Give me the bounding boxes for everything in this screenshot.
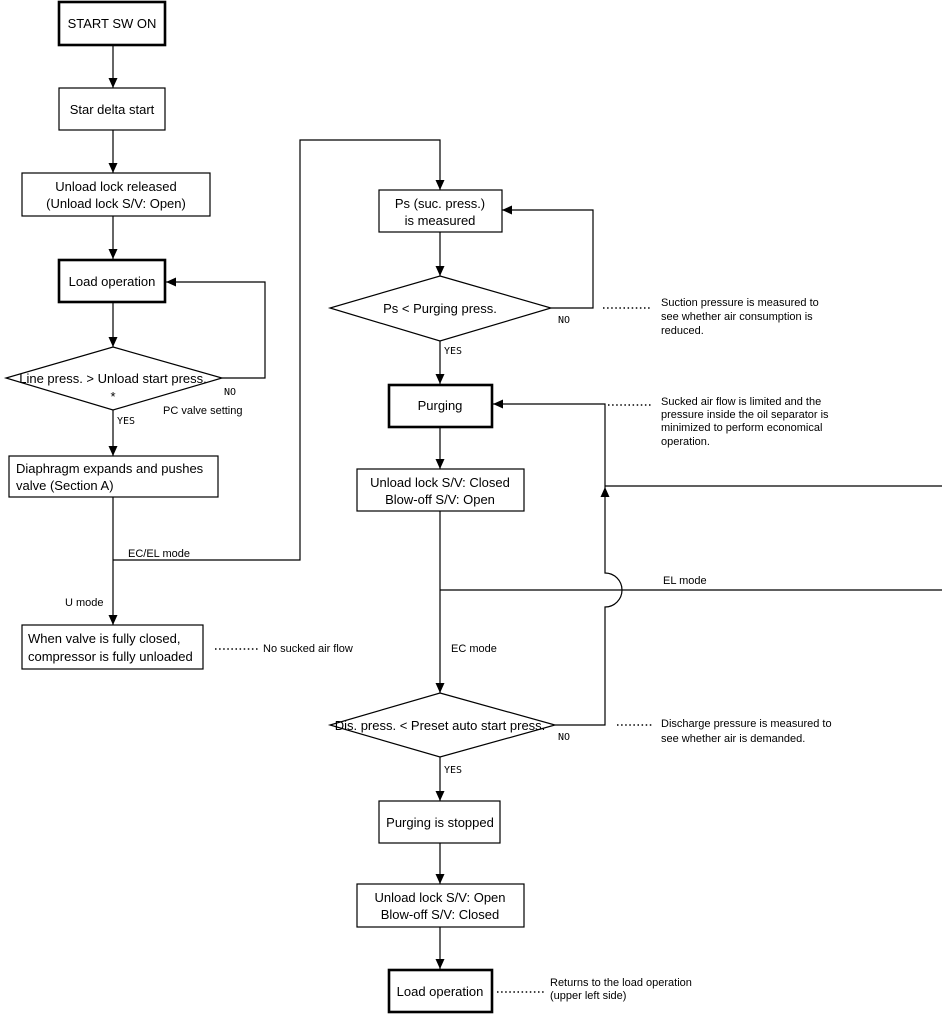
fully-unloaded-line-2: compressor is fully unloaded xyxy=(28,649,193,664)
annotation-no-air-flow: No sucked air flow xyxy=(263,643,353,655)
annotation-purging-line-3: minimized to perform economical xyxy=(661,422,822,434)
dis-decision-diamond xyxy=(327,692,558,758)
node-purging: Purging xyxy=(387,383,494,429)
diaphragm-line-1: Diaphragm expands and pushes xyxy=(16,461,204,476)
line-press-yes-label: YES xyxy=(117,416,135,427)
ec-mode-label: EC mode xyxy=(451,643,497,655)
star-delta-label: Star delta start xyxy=(70,102,155,117)
ps-decision-label: Ps < Purging press. xyxy=(383,301,497,316)
restore-valves-box xyxy=(356,883,525,928)
diaphragm-line-2: valve (Section A) xyxy=(16,478,114,493)
node-restore-valves: Unload lock S/V: Open Blow-off S/V: Clos… xyxy=(356,883,525,928)
load-operation-2-box xyxy=(387,968,494,1014)
purge-valves-line-1: Unload lock S/V: Closed xyxy=(370,475,510,490)
node-start: START SW ON xyxy=(57,0,167,47)
line-press-no-label: NO xyxy=(224,387,236,398)
node-load-operation-1: Load operation xyxy=(57,258,167,304)
node-unload-released: Unload lock released (Unload lock S/V: O… xyxy=(21,172,211,217)
edge-labels: NO YES PC valve setting EC/EL mode U mod… xyxy=(65,315,707,776)
node-dis-decision: Dis. press. < Preset auto start press. xyxy=(327,692,558,758)
ps-measured-box xyxy=(378,189,503,233)
ps-no-label: NO xyxy=(558,315,570,326)
annotation-discharge-line-2: see whether air is demanded. xyxy=(661,733,805,745)
pc-valve-setting-label: PC valve setting xyxy=(163,405,242,417)
purging-stopped-label: Purging is stopped xyxy=(386,815,494,830)
annotation-purging-line-4: operation. xyxy=(661,436,710,448)
dis-no-label: NO xyxy=(558,732,570,743)
line-press-decision-diamond xyxy=(3,346,225,411)
restore-valves-line-1: Unload lock S/V: Open xyxy=(374,890,505,905)
node-line-press-decision: Line press. > Unload start press. * xyxy=(3,346,225,411)
node-star-delta: Star delta start xyxy=(58,87,166,131)
arrow-ec-el-mode-to-ps-measured xyxy=(113,139,445,561)
node-diaphragm: Diaphragm expands and pushes valve (Sect… xyxy=(8,455,219,498)
annotation-returns-line-2: (upper left side) xyxy=(550,990,626,1002)
purge-valves-box xyxy=(356,468,525,512)
line-press-decision-mark: * xyxy=(110,389,115,404)
arrow-return-to-purging xyxy=(493,399,606,487)
purging-box xyxy=(387,383,494,429)
load-operation-1-label: Load operation xyxy=(69,274,156,289)
node-purging-stopped: Purging is stopped xyxy=(378,800,501,844)
purging-label: Purging xyxy=(418,398,463,413)
node-fully-unloaded: When valve is fully closed, compressor i… xyxy=(21,624,204,670)
load-operation-2-label: Load operation xyxy=(397,984,484,999)
node-purge-valves: Unload lock S/V: Closed Blow-off S/V: Op… xyxy=(356,468,525,512)
node-ps-decision: Ps < Purging press. xyxy=(327,275,554,342)
arrow-dis-no-upward xyxy=(555,487,623,726)
purge-valves-line-2: Blow-off S/V: Open xyxy=(385,492,495,507)
annotation-leaders xyxy=(215,307,652,993)
dis-decision-label: Dis. press. < Preset auto start press. xyxy=(335,718,546,733)
connectors xyxy=(108,45,942,969)
dis-yes-label: YES xyxy=(444,765,462,776)
arrow-ps-no-to-ps-measured xyxy=(502,205,594,309)
ps-decision-diamond xyxy=(327,275,554,342)
star-delta-box xyxy=(58,87,166,131)
ps-measured-line-1: Ps (suc. press.) xyxy=(395,196,485,211)
load-operation-1-box xyxy=(57,258,167,304)
purging-stopped-box xyxy=(378,800,501,844)
unload-released-box xyxy=(21,172,211,217)
node-ps-measured: Ps (suc. press.) is measured xyxy=(378,189,503,233)
line-press-decision-label: Line press. > Unload start press. xyxy=(19,371,207,386)
ps-measured-line-2: is measured xyxy=(405,213,476,228)
arrow-line-press-no-to-load-operation xyxy=(166,277,266,379)
diaphragm-box xyxy=(8,455,219,498)
annotation-purging-line-1: Sucked air flow is limited and the xyxy=(661,396,821,408)
annotation-returns-line-1: Returns to the load operation xyxy=(550,977,692,989)
annotation-suction-line-1: Suction pressure is measured to xyxy=(661,297,819,309)
annotation-suction-line-2: see whether air consumption is xyxy=(661,311,813,323)
ec-el-mode-label: EC/EL mode xyxy=(128,548,190,560)
node-load-operation-2: Load operation xyxy=(387,968,494,1014)
u-mode-label: U mode xyxy=(65,597,104,609)
fully-unloaded-box xyxy=(21,624,204,670)
fully-unloaded-line-1: When valve is fully closed, xyxy=(28,631,180,646)
restore-valves-line-2: Blow-off S/V: Closed xyxy=(381,907,500,922)
annotations: No sucked air flow Suction pressure is m… xyxy=(263,297,832,1002)
start-box xyxy=(57,0,167,47)
annotation-suction-line-3: reduced. xyxy=(661,325,704,337)
start-label: START SW ON xyxy=(68,16,157,31)
unload-released-line-2: (Unload lock S/V: Open) xyxy=(46,196,186,211)
el-mode-label: EL mode xyxy=(663,575,707,587)
annotation-purging-line-2: pressure inside the oil separator is xyxy=(661,409,829,421)
unload-released-line-1: Unload lock released xyxy=(55,179,176,194)
annotation-discharge-line-1: Discharge pressure is measured to xyxy=(661,718,832,730)
ps-yes-label: YES xyxy=(444,346,462,357)
